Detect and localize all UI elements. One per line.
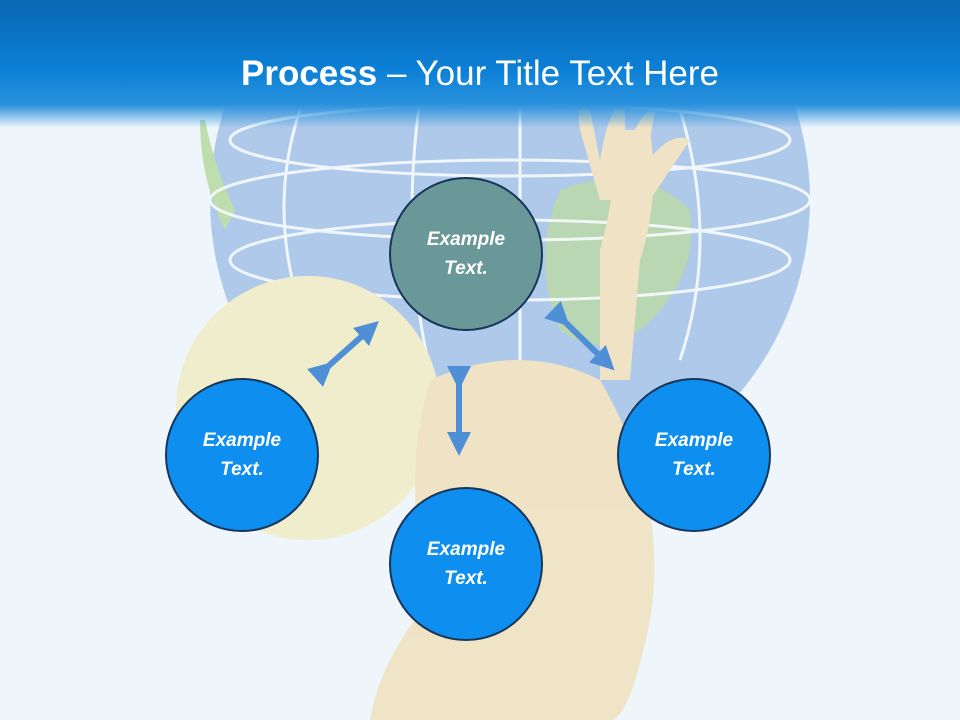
node-right-line1: Example (654, 430, 734, 451)
process-node-bottom: Example Text. (389, 487, 543, 641)
double-arrow-top-right (544, 301, 615, 371)
process-node-left: Example Text. (165, 378, 319, 532)
node-top-line1: Example (426, 229, 506, 250)
node-left-line1: Example (202, 430, 282, 451)
double-arrow-top-left (307, 321, 379, 387)
process-node-top: Example Text. (389, 177, 543, 331)
node-left-line2: Text. (220, 459, 264, 480)
node-top-line2: Text. (444, 258, 488, 279)
process-node-right: Example Text. (617, 378, 771, 532)
node-bottom-line1: Example (426, 539, 506, 560)
page-title: Process – Your Title Text Here (0, 54, 960, 94)
title-bold-word: Process (241, 54, 378, 93)
node-right-line2: Text. (672, 459, 716, 480)
title-text: – Your Title Text Here (377, 54, 719, 93)
title-bar (0, 0, 960, 128)
node-bottom-line2: Text. (444, 568, 488, 589)
